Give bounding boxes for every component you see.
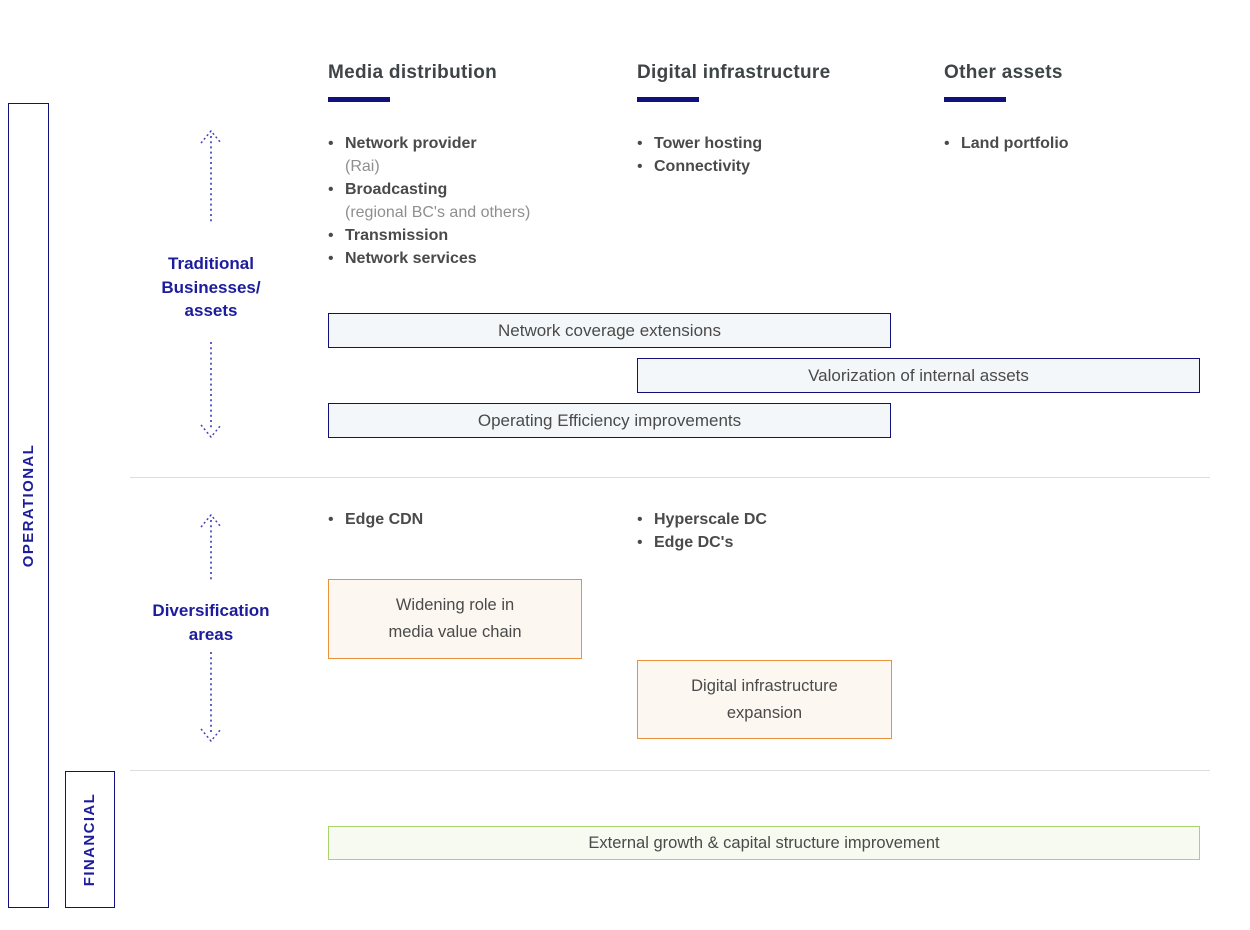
list-item: • Broadcasting <box>328 178 598 201</box>
arrow-down-icon <box>199 342 223 445</box>
list-item: • Network services <box>328 247 598 270</box>
section-divider <box>130 770 1210 771</box>
arrow-down-icon <box>199 652 223 749</box>
other-assets-bullets: • Land portfolio <box>944 132 1164 155</box>
bullet-icon: • <box>944 135 950 152</box>
header-underline <box>944 97 1006 102</box>
bullet-icon: • <box>637 534 643 551</box>
row-label-traditional: Traditional Businesses/ assets <box>161 254 261 320</box>
digital-row2-bullets: • Hyperscale DC • Edge DC's <box>637 508 877 554</box>
bar-valorization: Valorization of internal assets <box>637 358 1200 393</box>
header-media-distribution: Media distribution <box>328 62 498 83</box>
callout-widening-role: Widening role in media value chain <box>328 579 582 659</box>
bullet-icon: • <box>328 511 334 528</box>
bullet-icon: • <box>328 135 334 152</box>
bar-operating-efficiency: Operating Efficiency improvements <box>328 403 891 438</box>
operational-box: OPERATIONAL <box>8 103 49 908</box>
header-digital-infrastructure: Digital infrastructure <box>637 62 831 83</box>
list-item: • Hyperscale DC <box>637 508 877 531</box>
list-item: • Tower hosting <box>637 132 877 155</box>
bullet-icon: • <box>637 135 643 152</box>
list-item-sub: (Rai) <box>345 158 380 175</box>
list-item-sub: (regional BC's and others) <box>345 204 531 221</box>
bar-external-growth: External growth & capital structure impr… <box>328 826 1200 860</box>
bullet-icon: • <box>328 227 334 244</box>
list-item: • Land portfolio <box>944 132 1164 155</box>
financial-box: FINANCIAL <box>65 771 115 908</box>
media-row2-bullets: • Edge CDN <box>328 508 568 531</box>
list-item: • Edge DC's <box>637 531 877 554</box>
digital-infrastructure-bullets: • Tower hosting • Connectivity <box>637 132 877 178</box>
media-distribution-bullets: • Network provider (Rai) • Broadcasting … <box>328 132 598 270</box>
header-underline <box>328 97 390 102</box>
section-divider <box>130 477 1210 478</box>
header-underline <box>637 97 699 102</box>
financial-label: FINANCIAL <box>81 792 99 887</box>
list-item: • Connectivity <box>637 155 877 178</box>
arrow-up-icon <box>199 128 223 229</box>
bullet-icon: • <box>328 181 334 198</box>
operational-label: OPERATIONAL <box>20 443 37 568</box>
bullet-icon: • <box>637 511 643 528</box>
list-item: • Network provider <box>328 132 598 155</box>
callout-digital-expansion: Digital infrastructure expansion <box>637 660 892 739</box>
list-item: • Transmission <box>328 224 598 247</box>
list-item: • Edge CDN <box>328 508 568 531</box>
row-label-diversification: Diversification areas <box>152 601 270 644</box>
bullet-icon: • <box>328 250 334 267</box>
bullet-icon: • <box>637 158 643 175</box>
header-other-assets: Other assets <box>944 62 1063 83</box>
bar-network-coverage: Network coverage extensions <box>328 313 891 348</box>
arrow-up-icon <box>199 512 223 585</box>
